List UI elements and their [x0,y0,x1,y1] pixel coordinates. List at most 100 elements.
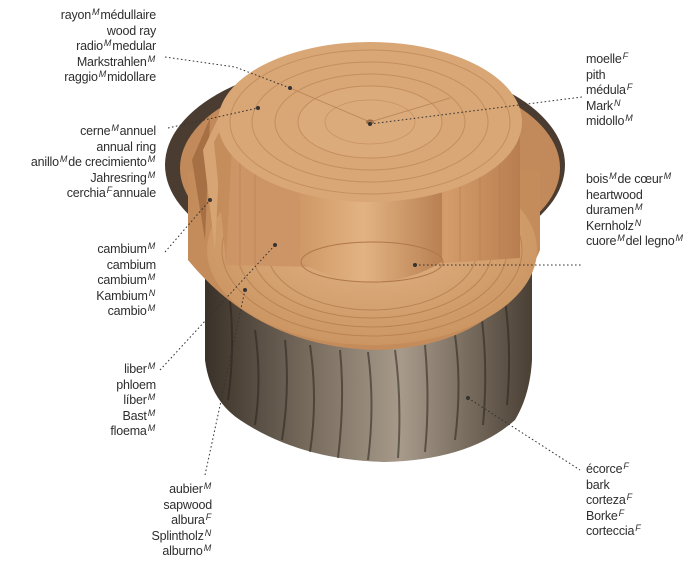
term-sapwood-0: aubierM [151,482,212,498]
gender-mark: M [104,38,111,48]
label-sapwood: aubierMsapwoodalburaFSplintholzNalburnoM [151,482,212,560]
term-word: Markstrahlen [77,55,147,69]
gender-mark: F [107,185,112,195]
gender-mark: M [664,171,671,181]
gender-mark: M [148,170,155,180]
term-medullary-ray-3: MarkstrahlenM [61,55,156,71]
term-word-rest: médullaire [100,8,156,22]
term-word-rest: del legno [626,234,675,248]
term-bark-0: écorceF [586,462,642,478]
term-word: Splintholz [151,529,203,543]
term-pith-0: moelleF [586,52,634,68]
term-word: moelle [586,52,622,66]
gender-mark: M [676,233,683,243]
gender-mark: M [204,481,211,491]
term-word-rest: annuale [113,186,156,200]
gender-mark: M [617,233,624,243]
term-word: cuore [586,234,616,248]
term-word: cerne [80,124,110,138]
term-cambium-2: cambiumM [96,273,156,289]
term-medullary-ray-1: wood ray [61,24,156,40]
label-medullary-ray: rayonMmédullairewood rayradioMmedularMar… [61,8,156,86]
term-word: cambium [97,242,146,256]
gender-mark: M [92,7,99,17]
term-word: écorce [586,462,622,476]
term-word: phloem [116,378,156,392]
gender-mark: M [148,423,155,433]
term-medullary-ray-2: radioMmedular [61,39,156,55]
term-phloem-3: BastM [110,409,156,425]
term-annual-ring-1: annual ring [31,140,156,156]
term-word: radio [76,39,103,53]
term-medullary-ray-4: raggioMmidollare [61,70,156,86]
term-pith-2: médulaF [586,83,634,99]
term-heartwood-2: duramenM [586,203,684,219]
term-word-rest: annuel [120,124,156,138]
term-bark-3: BorkeF [586,509,642,525]
term-word: corteccia [586,524,634,538]
term-phloem-2: líberM [110,393,156,409]
gender-mark: M [625,113,632,123]
term-sapwood-3: SplintholzN [151,529,212,545]
term-annual-ring-0: cerneMannuel [31,124,156,140]
gender-mark: F [635,523,640,533]
label-annual-ring: cerneMannuelannual ringanilloMde crecimi… [31,124,156,202]
gender-mark: M [204,543,211,553]
gender-mark: M [148,272,155,282]
term-word: médula [586,83,626,97]
gender-mark: M [99,69,106,79]
term-bark-2: cortezaF [586,493,642,509]
term-sapwood-4: alburnoM [151,544,212,560]
term-phloem-1: phloem [110,378,156,394]
gender-mark: M [148,241,155,251]
term-word: annual ring [96,140,156,154]
term-phloem-0: liberM [110,362,156,378]
term-word: cambio [108,304,147,318]
term-heartwood-4: cuoreMdel legnoM [586,234,684,250]
term-word: Kernholz [586,219,634,233]
gender-mark: M [148,408,155,418]
term-word: cerchia [67,186,106,200]
term-word: wood ray [107,24,156,38]
term-word: Borke [586,509,618,523]
term-word: raggio [64,70,98,84]
term-word: Mark [586,99,613,113]
term-word: duramen [586,203,634,217]
term-bark-4: cortecciaF [586,524,642,540]
gender-mark: N [149,288,155,298]
gender-mark: F [623,51,628,61]
term-word: floema [110,424,146,438]
term-word: liber [124,362,147,376]
term-word-rest: de cœur [617,172,662,186]
term-word: albura [171,513,205,527]
gender-mark: M [111,123,118,133]
term-sapwood-1: sapwood [151,498,212,514]
term-word: midollo [586,114,624,128]
gender-mark: F [619,508,624,518]
term-pith-3: MarkN [586,99,634,115]
term-word: líber [123,393,146,407]
gender-mark: N [635,218,641,228]
gender-mark: F [206,512,211,522]
term-heartwood-0: boisMde cœurM [586,172,684,188]
term-cambium-3: KambiumN [96,289,156,305]
gender-mark: M [609,171,616,181]
term-word: alburno [162,544,202,558]
gender-mark: M [60,154,67,164]
term-heartwood-3: KernholzN [586,219,684,235]
term-word: heartwood [586,188,643,202]
gender-mark: M [148,54,155,64]
term-word: Jahresring [90,171,146,185]
term-phloem-4: floemaM [110,424,156,440]
term-word: cambium [107,258,156,272]
gender-mark: M [148,303,155,313]
term-annual-ring-2: anilloMde crecimientoM [31,155,156,171]
gender-mark: F [623,461,628,471]
gender-mark: F [627,82,632,92]
gender-mark: M [148,361,155,371]
term-word-rest: midollare [107,70,156,84]
term-pith-1: pith [586,68,634,84]
